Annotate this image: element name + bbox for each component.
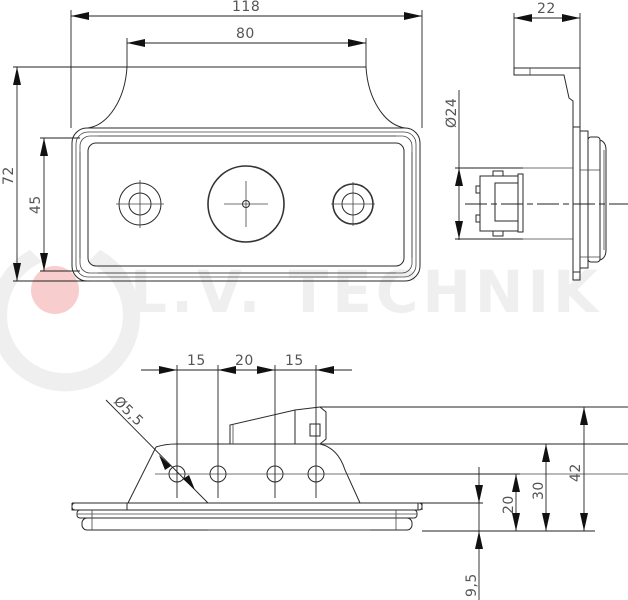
- svg-text:80: 80: [236, 26, 255, 42]
- dim-overall-height: 72: [1, 66, 127, 282]
- front-view: 118 80 72 45: [1, 0, 423, 282]
- watermark-logo-dot: [31, 266, 79, 314]
- svg-text:42: 42: [568, 463, 584, 482]
- svg-text:45: 45: [28, 195, 44, 214]
- svg-text:Ø24: Ø24: [444, 98, 460, 128]
- dim-depth: 22: [513, 1, 581, 68]
- svg-text:Ø5,5: Ø5,5: [110, 394, 146, 430]
- dim-heights: 42 30 20 9,5: [320, 406, 595, 600]
- svg-text:22: 22: [537, 1, 556, 17]
- svg-text:15: 15: [285, 353, 304, 369]
- bottom-view: 15 20 15 Ø5,5 42 30: [71, 353, 628, 600]
- dim-connector-diameter: Ø24: [444, 90, 523, 240]
- dim-hole-diameter: Ø5,5: [105, 394, 209, 504]
- front-left-hole: [116, 180, 164, 228]
- watermark-text: L.V. TECHNIK: [130, 258, 602, 326]
- svg-text:72: 72: [1, 166, 17, 185]
- front-center-lens: [207, 165, 285, 243]
- svg-text:9,5: 9,5: [464, 573, 480, 597]
- dim-hole-spacing: 15 20 15: [141, 353, 352, 374]
- dim-overall-width: 118: [70, 0, 423, 128]
- svg-text:15: 15: [187, 353, 206, 369]
- dim-bracket-width: 80: [126, 26, 367, 67]
- svg-text:30: 30: [531, 481, 547, 500]
- watermark: L.V. TECHNIK: [0, 250, 602, 392]
- side-view: 22 Ø24: [444, 1, 628, 281]
- svg-text:20: 20: [235, 353, 254, 369]
- dim-lens-height: 45: [28, 137, 80, 272]
- svg-text:20: 20: [501, 495, 517, 514]
- front-right-hole: [331, 182, 375, 226]
- svg-text:118: 118: [232, 0, 260, 15]
